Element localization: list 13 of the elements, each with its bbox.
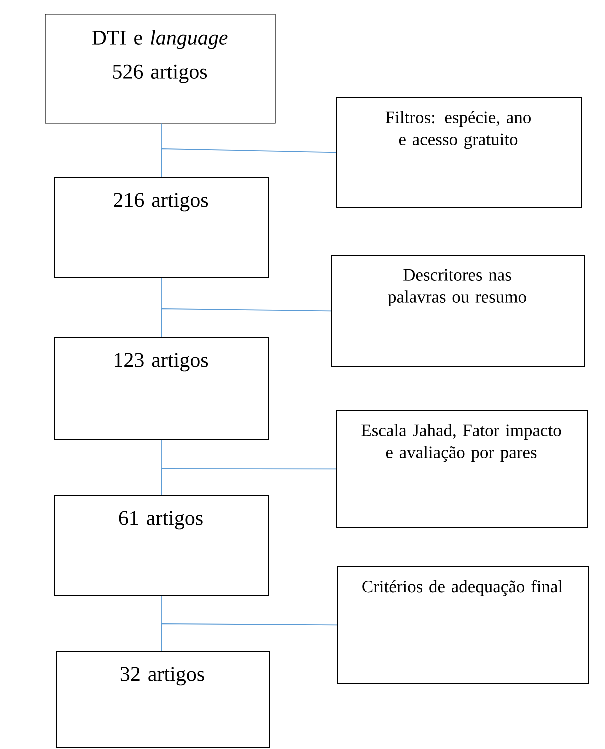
count-box: 123 artigos <box>54 337 270 440</box>
count-box: DTI e language 526 artigos <box>45 14 276 124</box>
count-box: 216 artigos <box>54 177 270 278</box>
filter-box: Filtros: espécie, ano e acesso gratuito <box>336 97 582 208</box>
filter-box: Escala Jahad, Fator impacto e avaliação por pares <box>336 410 588 528</box>
connector-line <box>162 148 336 178</box>
filter-box: Descritores nas palavras ou resumo <box>331 255 586 368</box>
count-box: 32 artigos <box>56 651 270 748</box>
connector-line <box>162 308 332 338</box>
connector-line <box>162 468 336 496</box>
filter-box: Critérios de adequação final <box>337 566 590 684</box>
count-box: 61 artigos <box>54 495 270 596</box>
connector-line <box>162 624 338 652</box>
